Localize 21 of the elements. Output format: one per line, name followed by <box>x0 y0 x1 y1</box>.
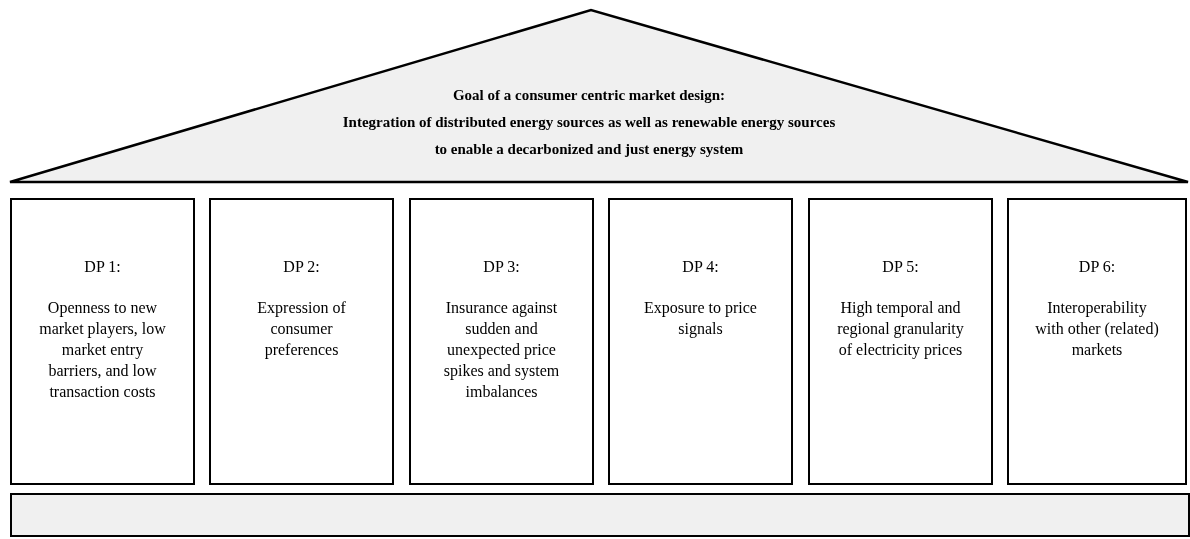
pillar-box <box>1007 198 1187 485</box>
body-text: Expression of consumer preferences <box>256 298 347 360</box>
heading-text: DP 1: <box>83 257 122 277</box>
goal-text: Integration of distributed energy sources as well as renewable energy sources to enable a decarbonized and just energy system <box>341 113 837 159</box>
body-text: Insurance against sudden and unexpected price spikes and system imbalances <box>442 298 561 402</box>
pillar-box <box>808 198 993 485</box>
heading-text: DP 6: <box>1077 257 1117 277</box>
foundation-band <box>10 493 1190 537</box>
body-text: Openness to new market players, low market entry barriers, and low transaction costs <box>38 298 167 402</box>
heading-text: DP 5: <box>881 257 920 277</box>
pillar-box <box>10 198 195 485</box>
heading-text: DP 3: <box>482 257 521 277</box>
goal-heading: Goal of a consumer centric market design: <box>451 86 727 105</box>
pillar-box <box>409 198 594 485</box>
body-text: Exposure to price signals <box>643 298 758 339</box>
heading-text: DP 2: <box>282 257 321 277</box>
body-text: Interoperability with other (related) markets <box>1034 298 1160 360</box>
pillar-box <box>608 198 793 485</box>
heading-text: DP 4: <box>681 257 720 277</box>
pillar-box <box>209 198 394 485</box>
body-text: High temporal and regional granularity of electricity prices <box>836 298 965 360</box>
